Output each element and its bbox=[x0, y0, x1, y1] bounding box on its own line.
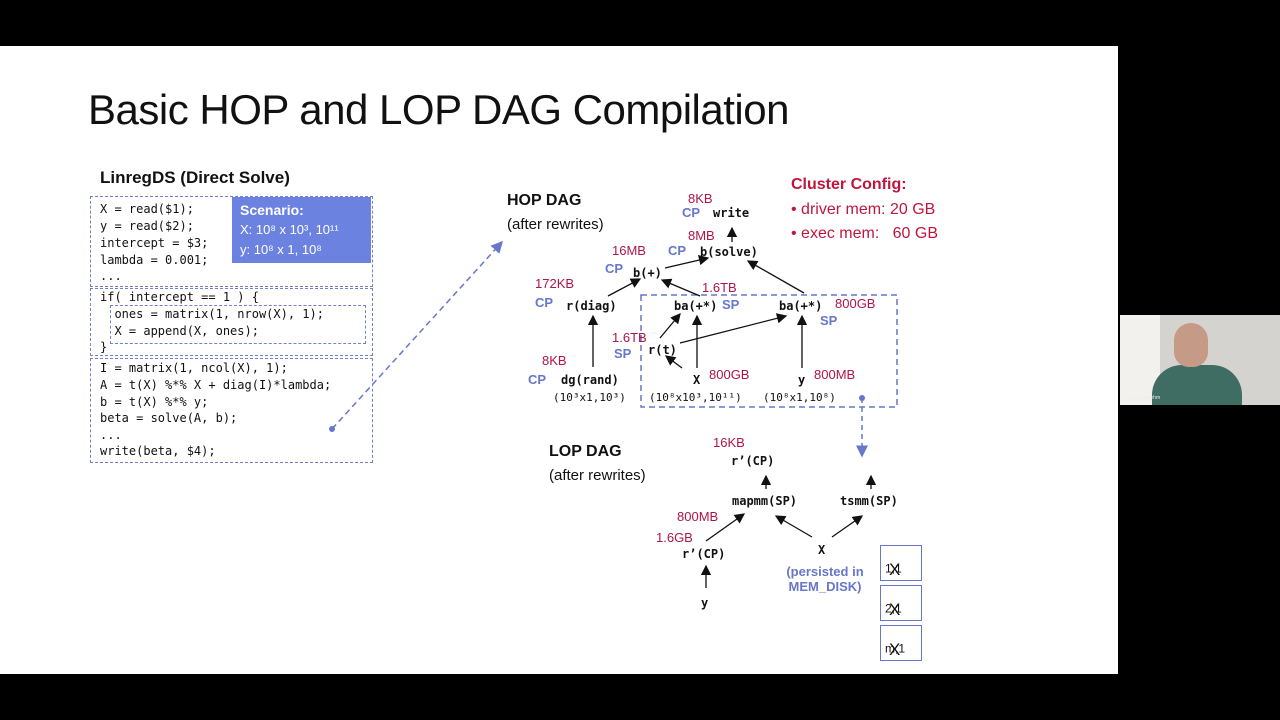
slide: Basic HOP and LOP DAG Compilation Linreg… bbox=[0, 46, 1118, 674]
code-line: beta = solve(A, b); bbox=[100, 411, 238, 425]
code-line: b = t(X) %*% y; bbox=[100, 395, 209, 409]
hop-dag-title: HOP DAG bbox=[507, 192, 582, 209]
slide-title: Basic HOP and LOP DAG Compilation bbox=[88, 86, 789, 133]
script-title: LinregDS (Direct Solve) bbox=[100, 168, 290, 187]
code-line: lambda = 0.001; bbox=[100, 253, 209, 267]
exec-ba2: SP bbox=[820, 313, 838, 328]
mem-bplus: 16MB bbox=[612, 243, 646, 258]
mem-rdiag: 172KB bbox=[535, 276, 575, 291]
speaker-head bbox=[1174, 323, 1208, 367]
cluster-exec-mem: • exec mem: 60 GB bbox=[791, 225, 938, 242]
exec-bplus: CP bbox=[605, 261, 624, 276]
code-line: write(beta, $4); bbox=[100, 444, 216, 458]
dims-y: (10⁸x1,10⁸) bbox=[763, 391, 836, 404]
code-line: ... bbox=[100, 428, 122, 442]
lop-dag-subtitle: (after rewrites) bbox=[549, 467, 646, 484]
scenario-x: X: 10⁸ x 10³, 10¹¹ bbox=[240, 222, 339, 237]
code-line: y = read($2); bbox=[100, 219, 194, 233]
mem-mapmm: 800MB bbox=[677, 509, 719, 524]
node-ba1: ba(+*) bbox=[674, 299, 718, 313]
persisted-label: (persisted in MEM_DISK) bbox=[786, 564, 864, 594]
exec-ba1: SP bbox=[722, 297, 740, 312]
exec-rt: SP bbox=[614, 346, 632, 361]
block-label: X bbox=[889, 640, 901, 659]
code-box-compute bbox=[90, 358, 373, 463]
exec-write: CP bbox=[682, 205, 701, 220]
scenario-title: Scenario: bbox=[240, 202, 304, 218]
code-line: ones = matrix(1, nrow(X), 1); bbox=[100, 307, 324, 321]
code-line: X = append(X, ones); bbox=[100, 324, 259, 338]
node-rdiag: r(diag) bbox=[566, 299, 617, 313]
block-index: 1,1 bbox=[885, 561, 902, 576]
code-box-read bbox=[90, 196, 373, 287]
node-lop-y: y bbox=[701, 596, 709, 610]
code-line: intercept = $3; bbox=[100, 236, 209, 250]
node-x: X bbox=[693, 373, 701, 387]
dag-edges bbox=[329, 226, 898, 588]
node-r-bot: r’(CP) bbox=[682, 547, 726, 561]
exec-rdiag: CP bbox=[535, 295, 554, 310]
node-dg: dg(rand) bbox=[561, 373, 619, 387]
exec-solve: CP bbox=[668, 243, 687, 258]
code-line: X = read($1); bbox=[100, 202, 194, 216]
mem-r-bot: 1.6GB bbox=[656, 530, 693, 545]
node-lop-x: X bbox=[818, 543, 826, 557]
exec-dg: CP bbox=[528, 372, 547, 387]
webcam-video: Matthias Boehm bbox=[1120, 315, 1280, 405]
code-line: A = t(X) %*% X + diag(I)*lambda; bbox=[100, 378, 332, 392]
mem-ba1: 1.6TB bbox=[702, 280, 737, 295]
mem-rt: 1.6TB bbox=[612, 330, 647, 345]
block-label: X bbox=[889, 560, 901, 579]
node-mapmm: mapmm(SP) bbox=[732, 494, 798, 508]
mem-r-top: 16KB bbox=[713, 435, 745, 450]
cluster-driver-mem: • driver mem: 20 GB bbox=[791, 201, 936, 218]
node-solve: b(solve) bbox=[700, 245, 758, 259]
code-box-if-inner bbox=[110, 305, 366, 344]
cluster-config-title: Cluster Config: bbox=[791, 176, 907, 193]
speaker-name: Matthias Boehm bbox=[1124, 395, 1161, 401]
block-index: 2,1 bbox=[885, 601, 902, 616]
speaker-body bbox=[1152, 365, 1242, 405]
code-box-if bbox=[90, 288, 373, 356]
node-write: write bbox=[713, 206, 750, 220]
code-line: if( intercept == 1 ) { bbox=[100, 290, 259, 304]
lop-dag-title: LOP DAG bbox=[549, 443, 622, 460]
node-rt: r(t) bbox=[648, 343, 677, 357]
scenario-y: y: 10⁸ x 1, 10⁸ bbox=[240, 242, 322, 257]
node-bplus: b(+) bbox=[633, 266, 662, 280]
node-y: y bbox=[798, 373, 806, 387]
mem-dg: 8KB bbox=[542, 353, 567, 368]
dims-dg: (10³x1,10³) bbox=[553, 391, 626, 404]
scenario-box: Scenario: X: 10⁸ x 10³, 10¹¹ y: 10⁸ x 1,… bbox=[232, 197, 371, 263]
mem-write: 8KB bbox=[688, 191, 713, 206]
block-label: X bbox=[889, 600, 901, 619]
mem-solve: 8MB bbox=[688, 228, 715, 243]
hop-dag-subtitle: (after rewrites) bbox=[507, 216, 604, 233]
node-r-top: r’(CP) bbox=[731, 454, 775, 468]
mem-ba2: 800GB bbox=[835, 296, 876, 311]
node-ba2: ba(+*) bbox=[779, 299, 823, 313]
code-line: I = matrix(1, ncol(X), 1); bbox=[100, 361, 288, 375]
dims-x: (10⁸x10³,10¹¹) bbox=[649, 391, 742, 404]
node-tsmm: tsmm(SP) bbox=[840, 494, 898, 508]
code-line: } bbox=[100, 340, 108, 354]
mem-y: 800MB bbox=[814, 367, 856, 382]
code-line: ... bbox=[100, 269, 122, 283]
mem-x: 800GB bbox=[709, 367, 750, 382]
block-index: m,1 bbox=[885, 641, 906, 656]
